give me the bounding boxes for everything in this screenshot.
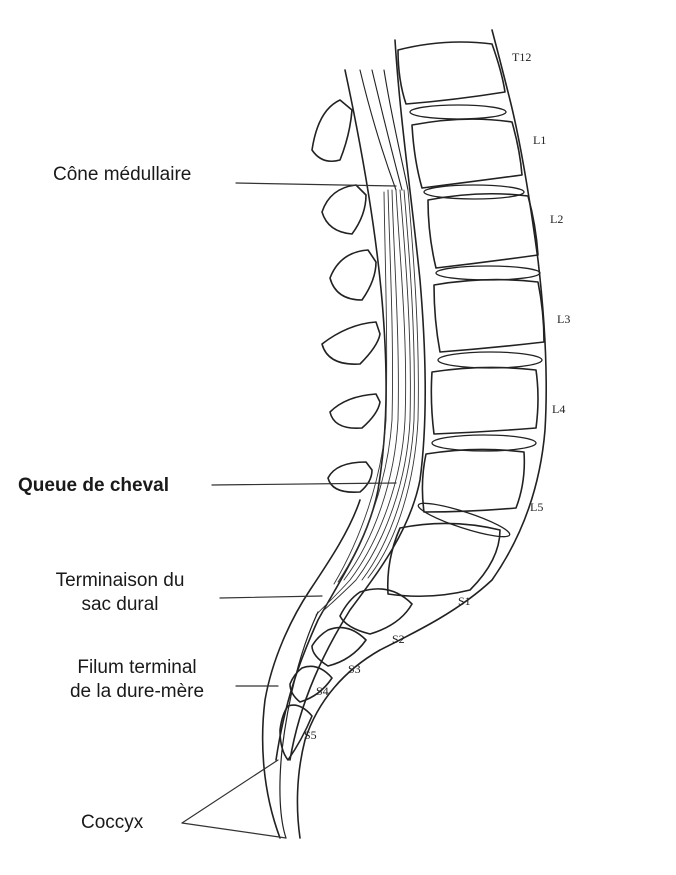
- vertebra-l5: [421, 448, 526, 513]
- spinous-processes: [311, 99, 381, 494]
- vertebra-label-s1: S1: [458, 594, 471, 608]
- label-coccyx: Coccyx: [81, 812, 144, 833]
- vertebra-l1: [411, 118, 523, 189]
- leader-coccyx-b: [181, 822, 287, 839]
- spinous-process-5: [329, 393, 381, 429]
- vertebra-label-l3: L3: [557, 312, 571, 326]
- vertebra-label-l4: L4: [552, 402, 566, 416]
- leader-coccyx-a: [181, 759, 279, 824]
- disc-t12-l1: [409, 104, 507, 120]
- spinous-process-2: [321, 184, 367, 235]
- disc-l1-l2: [423, 184, 525, 200]
- vertebra-l2: [427, 192, 539, 269]
- label-queue-de-cheval: Queue de cheval: [18, 475, 170, 496]
- sacrum-posterior-outline: [261, 499, 361, 839]
- vertebra-label-s4: S4: [316, 684, 329, 698]
- vertebra-label-l2: L2: [550, 212, 564, 226]
- disc-l2-l3: [435, 265, 541, 281]
- spinous-process-1: [311, 99, 353, 163]
- disc-l3-l4: [437, 351, 543, 369]
- vertebra-label-s3: S3: [348, 662, 361, 676]
- label-terminaison-line2: sac dural: [81, 594, 159, 615]
- disc-l4-l5: [431, 434, 537, 452]
- leader-cone: [235, 182, 397, 187]
- cauda-equina-fibers: [315, 189, 419, 616]
- spinous-process-4: [321, 321, 381, 365]
- vertebra-label-t12: T12: [512, 50, 532, 64]
- sacrum-s2: [339, 588, 413, 635]
- label-terminaison-line1: Terminaison du: [55, 570, 185, 591]
- label-cone-medullaire: Cône médullaire: [53, 164, 192, 185]
- leader-terminaison: [219, 595, 323, 599]
- sacrum-s1: [386, 522, 501, 598]
- canal-wall-anterior: [289, 39, 427, 761]
- label-terminaison-sac-dural: Terminaison du sac dural: [25, 569, 215, 617]
- vertebra-label-l5: L5: [530, 500, 544, 514]
- sacrum-s4: [289, 665, 333, 703]
- vertebra-l3: [433, 278, 545, 353]
- vertebral-bodies: [279, 41, 545, 761]
- spinal-cord: [359, 69, 409, 191]
- canal-wall-posterior: [275, 69, 387, 761]
- spine-anterior-outline: [296, 29, 547, 839]
- spinous-process-6: [327, 461, 373, 494]
- leader-lines: [181, 182, 397, 839]
- disc-l5-s1: [417, 502, 511, 538]
- sacrum-s5: [279, 704, 313, 761]
- label-filum-line1: Filum terminal: [77, 657, 197, 678]
- vertebra-l4: [430, 366, 539, 435]
- vertebra-label-l1: L1: [533, 133, 547, 147]
- spinous-process-3: [329, 249, 377, 301]
- intervertebral-discs: [409, 104, 543, 538]
- label-filum-line2: de la dure-mère: [69, 681, 205, 702]
- vertebra-label-s2: S2: [392, 632, 405, 646]
- vertebra-label-s5: S5: [304, 728, 317, 742]
- label-filum-terminal: Filum terminal de la dure-mère: [42, 656, 232, 704]
- filum-terminale: [279, 611, 319, 839]
- leader-queue: [211, 482, 397, 486]
- sacrum-s3: [311, 626, 367, 667]
- vertebra-t12: [397, 41, 506, 105]
